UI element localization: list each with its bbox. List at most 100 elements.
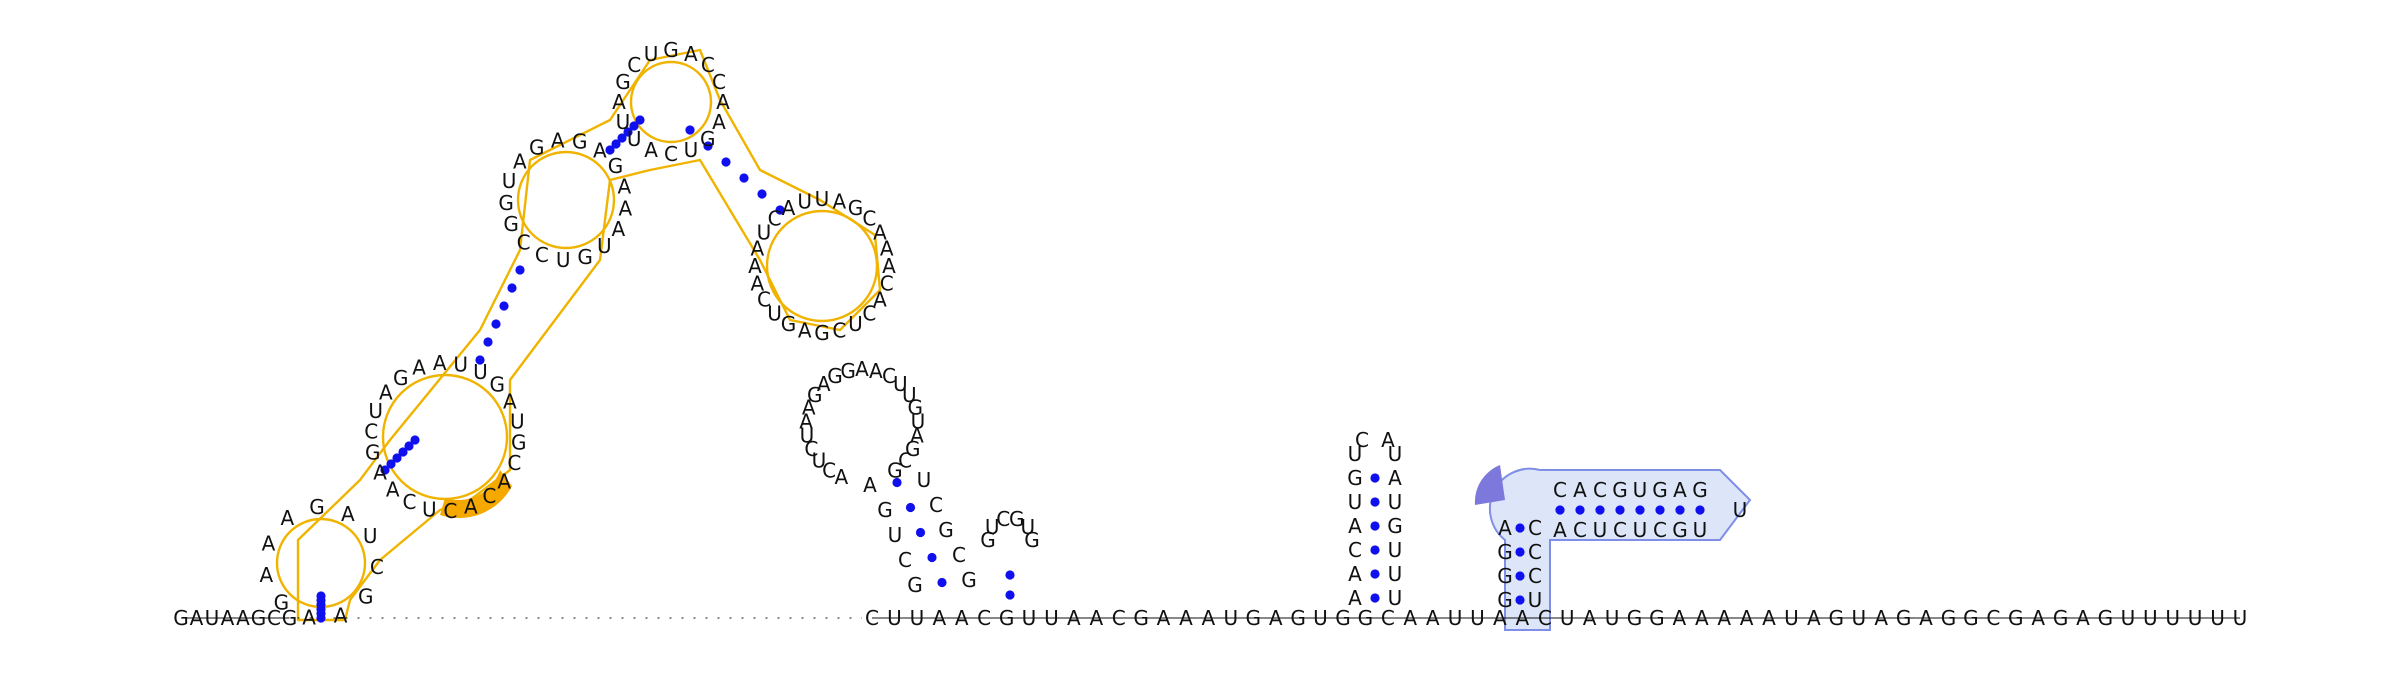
backbone-nucleotide: A (932, 606, 946, 630)
domain1-pair-dot (410, 435, 420, 445)
domain1-nucleotide: U (473, 360, 488, 384)
hairpin3-nucleotide: A (1388, 466, 1402, 490)
domain4-horizontal-pair-dot (1595, 505, 1605, 515)
domain4-nucleotide: G (1672, 518, 1688, 542)
domain4-nucleotide: C (1653, 518, 1667, 542)
domain4-nucleotide: A (1553, 518, 1567, 542)
domain1-nucleotide: G (663, 38, 679, 62)
backbone-nucleotide: G (1941, 606, 1957, 630)
hairpin2-nucleotide: G (938, 518, 954, 542)
hairpin2-nucleotide: U (917, 468, 932, 492)
domain1-pair-dot (605, 145, 615, 155)
hairpin2-side-nucleotide: G (1009, 507, 1025, 531)
backbone-nucleotide: A (1672, 606, 1686, 630)
domain1-nucleotide: C (482, 484, 496, 508)
hairpin2-nucleotide: G (887, 458, 903, 482)
domain1-nucleotide: A (386, 477, 400, 501)
backbone-nucleotide: G (1829, 606, 1845, 630)
domain1-nucleotide: A (341, 502, 355, 526)
domain1-nucleotide: U (368, 399, 383, 423)
domain1-pair-dot (739, 173, 749, 183)
domain1-pair-dot (499, 301, 509, 311)
backbone-nucleotide: G (999, 606, 1015, 630)
hairpin2-nucleotide: C (882, 364, 896, 388)
backbone-nucleotide: A (1157, 606, 1171, 630)
hairpin3-nucleotide: U (1388, 586, 1403, 610)
domain1-nucleotide: C (757, 288, 771, 312)
domain1-nucleotide: U (453, 353, 468, 377)
backbone-nucleotide: G (1896, 606, 1912, 630)
domain1-nucleotide: A (873, 288, 887, 312)
domain1-nucleotide: A (612, 90, 626, 114)
backbone-nucleotide: A (1740, 606, 1754, 630)
domain1-nucleotide: A (882, 254, 896, 278)
domain1-nucleotide: G (608, 154, 624, 178)
domain1-nucleotide: U (502, 169, 517, 193)
domain1-nucleotide: G (814, 321, 830, 345)
backbone-nucleotide: A (1807, 606, 1821, 630)
domain1-nucleotide: A (302, 606, 316, 630)
hairpin2-nucleotide: C (822, 458, 836, 482)
domain1-nucleotide: U (363, 524, 378, 548)
backbone-nucleotide: C (1381, 606, 1395, 630)
domain1-nucleotide: G (700, 127, 716, 151)
domain1-pair-dot (392, 453, 402, 463)
domain1-nucleotide: C (664, 142, 678, 166)
domain1-pair-dot (611, 139, 621, 149)
backbone-nucleotide: A (1583, 606, 1597, 630)
domain1-pair-dot (398, 447, 408, 457)
hairpin2-side-nucleotide: G (980, 528, 996, 552)
domain1-nucleotide: U (510, 409, 525, 433)
domain4-nucleotide: G (1497, 564, 1513, 588)
domain4-horizontal-pair-dot (1655, 505, 1665, 515)
domain4-horizontal-pair-dot (1635, 505, 1645, 515)
domain4-nucleotide: C (1573, 518, 1587, 542)
domain1-pair-dot (491, 319, 501, 329)
domain1-nucleotide: U (556, 248, 571, 272)
backbone-nucleotide: U (1560, 606, 1575, 630)
domain1-pair-dot (316, 613, 326, 623)
hairpin3-nucleotide: A (1348, 514, 1362, 538)
backbone-nucleotide: A (2031, 606, 2045, 630)
backbone-nucleotide: A (1179, 606, 1193, 630)
backbone-nucleotide: G (1963, 606, 1979, 630)
domain4-nucleotide: U (1528, 588, 1543, 612)
hairpin2-nucleotide: G (908, 396, 924, 420)
domain1-nucleotide: A (497, 469, 511, 493)
domain4-nucleotide: U (1633, 518, 1648, 542)
domain1-nucleotide: A (619, 196, 633, 220)
domain1-nucleotide: A (433, 351, 447, 375)
hairpin2-nucleotide: G (907, 573, 923, 597)
domain1-nucleotide: A (712, 110, 726, 134)
domain1-nucleotide: C (768, 207, 782, 231)
hairpin2-nucleotide: C (898, 548, 912, 572)
hairpin2-nucleotide: G (961, 568, 977, 592)
backbone-nucleotide: U (887, 606, 902, 630)
hairpin3-nucleotide: U (1388, 538, 1403, 562)
domain1-nucleotide: A (618, 174, 632, 198)
domain1-nucleotide: A (259, 563, 273, 587)
domain-highlight-layer (275, 48, 1752, 631)
domain4-vertical-pair-dot (1515, 547, 1525, 557)
domain1-pair-dot (404, 441, 414, 451)
backbone-nucleotide: U (1851, 606, 1866, 630)
domain4-horizontal-pair-dot (1675, 505, 1685, 515)
domain1-nucleotide: G (529, 136, 545, 160)
domain1-pair-dot (483, 337, 493, 347)
domain1-nucleotide: G (274, 591, 290, 615)
domain1-nucleotide: U (422, 497, 437, 521)
hairpin2-nucleotide: U (893, 372, 908, 396)
backbone-nucleotide: A (1202, 606, 1216, 630)
backbone-nucleotide: A (2076, 606, 2090, 630)
domain1-nucleotide: G (572, 130, 588, 154)
hairpin2-side-nucleotide: U (1020, 515, 1035, 539)
domain1-nucleotide: C (832, 319, 846, 343)
backbone-nucleotide: U (2143, 606, 2158, 630)
hairpin2-nucleotide: G (827, 364, 843, 388)
domain4-nucleotide: C (1528, 564, 1542, 588)
backbone-nucleotide: A (1717, 606, 1731, 630)
domain4-nucleotide: U (1733, 498, 1748, 522)
domain1-pair-dot (685, 125, 695, 135)
